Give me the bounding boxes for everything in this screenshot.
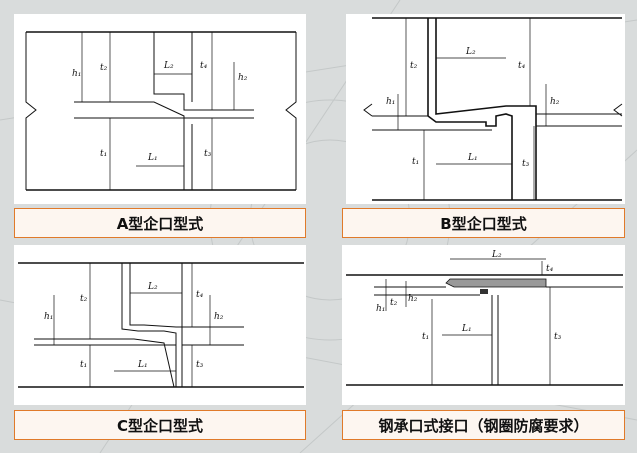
label-t4: t₄	[546, 264, 554, 274]
label-h1: h₁	[44, 312, 53, 322]
label-t4: t₄	[518, 61, 526, 71]
panel-a-diagram: h₁ t₂ L₂ t₄ h₂ t₁ L₁ t₃	[14, 14, 306, 204]
label-t2: t₂	[410, 61, 418, 71]
label-L1: L₁	[467, 153, 478, 163]
label-t3: t₃	[204, 149, 212, 159]
label-h2: h₂	[214, 312, 224, 322]
label-t2: t₂	[80, 294, 88, 304]
label-L2: L₂	[465, 47, 476, 57]
label-L2: L₂	[491, 250, 502, 260]
panel-b-diagram: t₂ L₂ t₄ h₁ h₂ t₁ L₁ t₃	[346, 14, 625, 204]
label-L2: L₂	[147, 282, 158, 292]
label-t1: t₁	[422, 332, 429, 342]
label-h2: h₂	[238, 73, 248, 83]
label-t2: t₂	[100, 63, 108, 73]
caption-a: A型企口型式	[14, 208, 306, 238]
label-h1: h₁	[376, 304, 385, 314]
label-h1: h₁	[72, 69, 81, 79]
label-t3: t₃	[522, 159, 530, 169]
label-t3: t₃	[196, 360, 204, 370]
label-t4: t₄	[200, 61, 208, 71]
label-h2: h₂	[408, 294, 418, 304]
caption-b: B型企口型式	[342, 208, 625, 238]
panel-d-diagram: L₂ t₄ h₁ h₂ t₂ t₁ L₁ t₃	[342, 245, 625, 405]
label-h1: h₁	[386, 97, 395, 107]
label-h2: h₂	[550, 97, 560, 107]
label-L1: L₁	[147, 153, 158, 163]
panel-c-diagram: t₂ L₂ t₄ h₁ h₂ t₁ L₁ t₃	[14, 245, 306, 405]
label-L1: L₁	[137, 360, 148, 370]
label-L1: L₁	[461, 324, 472, 334]
label-L2: L₂	[163, 61, 174, 71]
label-t4: t₄	[196, 290, 204, 300]
label-t1: t₁	[80, 360, 87, 370]
label-t1: t₁	[412, 157, 419, 167]
label-t2: t₂	[390, 298, 398, 308]
label-t3: t₃	[554, 332, 562, 342]
caption-d: 钢承口式接口（钢圈防腐要求）	[342, 410, 625, 440]
label-t1: t₁	[100, 149, 107, 159]
caption-c: C型企口型式	[14, 410, 306, 440]
